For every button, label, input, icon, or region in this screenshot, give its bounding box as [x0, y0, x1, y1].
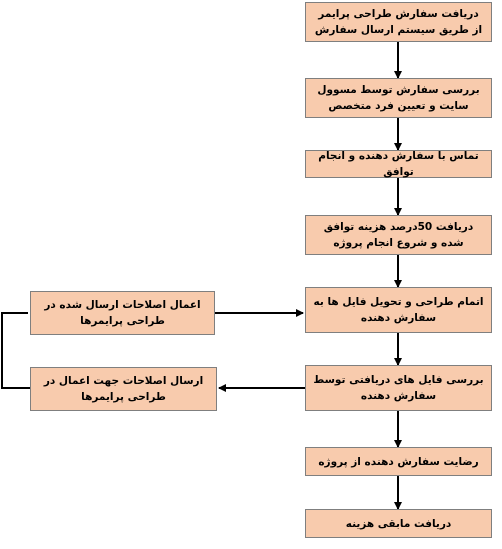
flow-step-deliver-files: اتمام طراحی و تحویل فایل ها به سفارش دهن… [305, 287, 492, 333]
flow-side-apply-corrections: اعمال اصلاحات ارسال شده در طراحی پرایمره… [30, 291, 215, 335]
flow-step-label: رضایت سفارش دهنده از پروژه [318, 455, 479, 468]
flow-side-send-corrections: ارسال اصلاحات جهت اعمال در طراحی پرایمره… [30, 367, 217, 411]
flow-step-prepayment: دریافت 50درصد هزینه توافق شده و شروع انج… [305, 215, 492, 255]
flow-step-customer-satisfaction: رضایت سفارش دهنده از پروژه [305, 447, 492, 476]
loop-connector-side2-to-side1 [1, 312, 30, 389]
flow-step-customer-review: بررسی فایل های دریافتی توسط سفارش دهنده [305, 365, 492, 411]
flow-step-order-review: بررسی سفارش توسط مسوول سایت و تعیین فرد … [305, 78, 492, 118]
flow-step-label: دریافت سفارش طراحی پرایمر از طریق سیستم … [314, 8, 483, 36]
flow-step-label: دریافت 50درصد هزینه توافق شده و شروع انج… [323, 221, 474, 249]
flow-step-label: ارسال اصلاحات جهت اعمال در طراحی پرایمره… [43, 375, 204, 403]
flow-step-label: دریافت مابقی هزینه [345, 517, 452, 530]
flow-step-order-receipt: دریافت سفارش طراحی پرایمر از طریق سیستم … [305, 2, 492, 42]
flow-step-label: تماس با سفارش دهنده و انجام توافق [318, 150, 479, 178]
flow-step-label: بررسی سفارش توسط مسوول سایت و تعیین فرد … [317, 84, 480, 112]
flow-step-label: اعمال اصلاحات ارسال شده در طراحی پرایمره… [44, 299, 201, 327]
flow-step-label: بررسی فایل های دریافتی توسط سفارش دهنده [313, 374, 484, 402]
flow-step-label: اتمام طراحی و تحویل فایل ها به سفارش دهن… [313, 296, 484, 324]
flow-step-contact-customer: تماس با سفارش دهنده و انجام توافق [305, 150, 492, 178]
flow-step-final-payment: دریافت مابقی هزینه [305, 509, 492, 538]
